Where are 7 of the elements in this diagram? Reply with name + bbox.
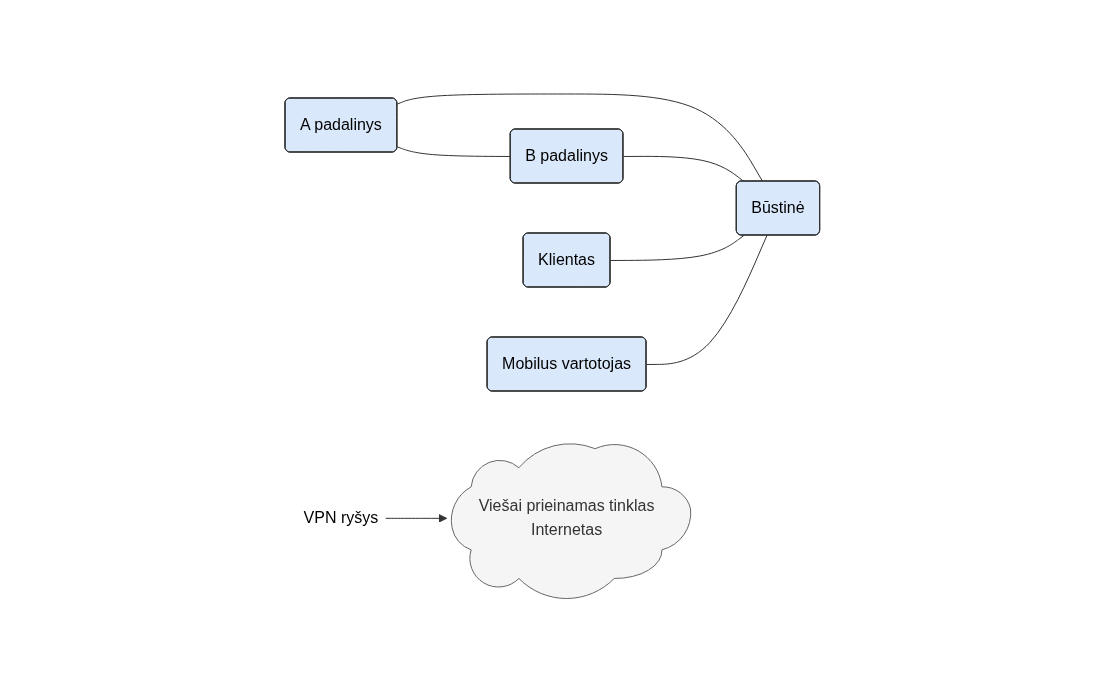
connector [610, 235, 745, 262]
connector [397, 146, 512, 158]
arrow [385, 514, 448, 523]
connector [397, 93, 764, 183]
node-text: VPN ryšys [303, 509, 379, 527]
connector [646, 235, 768, 366]
connector [623, 156, 745, 183]
